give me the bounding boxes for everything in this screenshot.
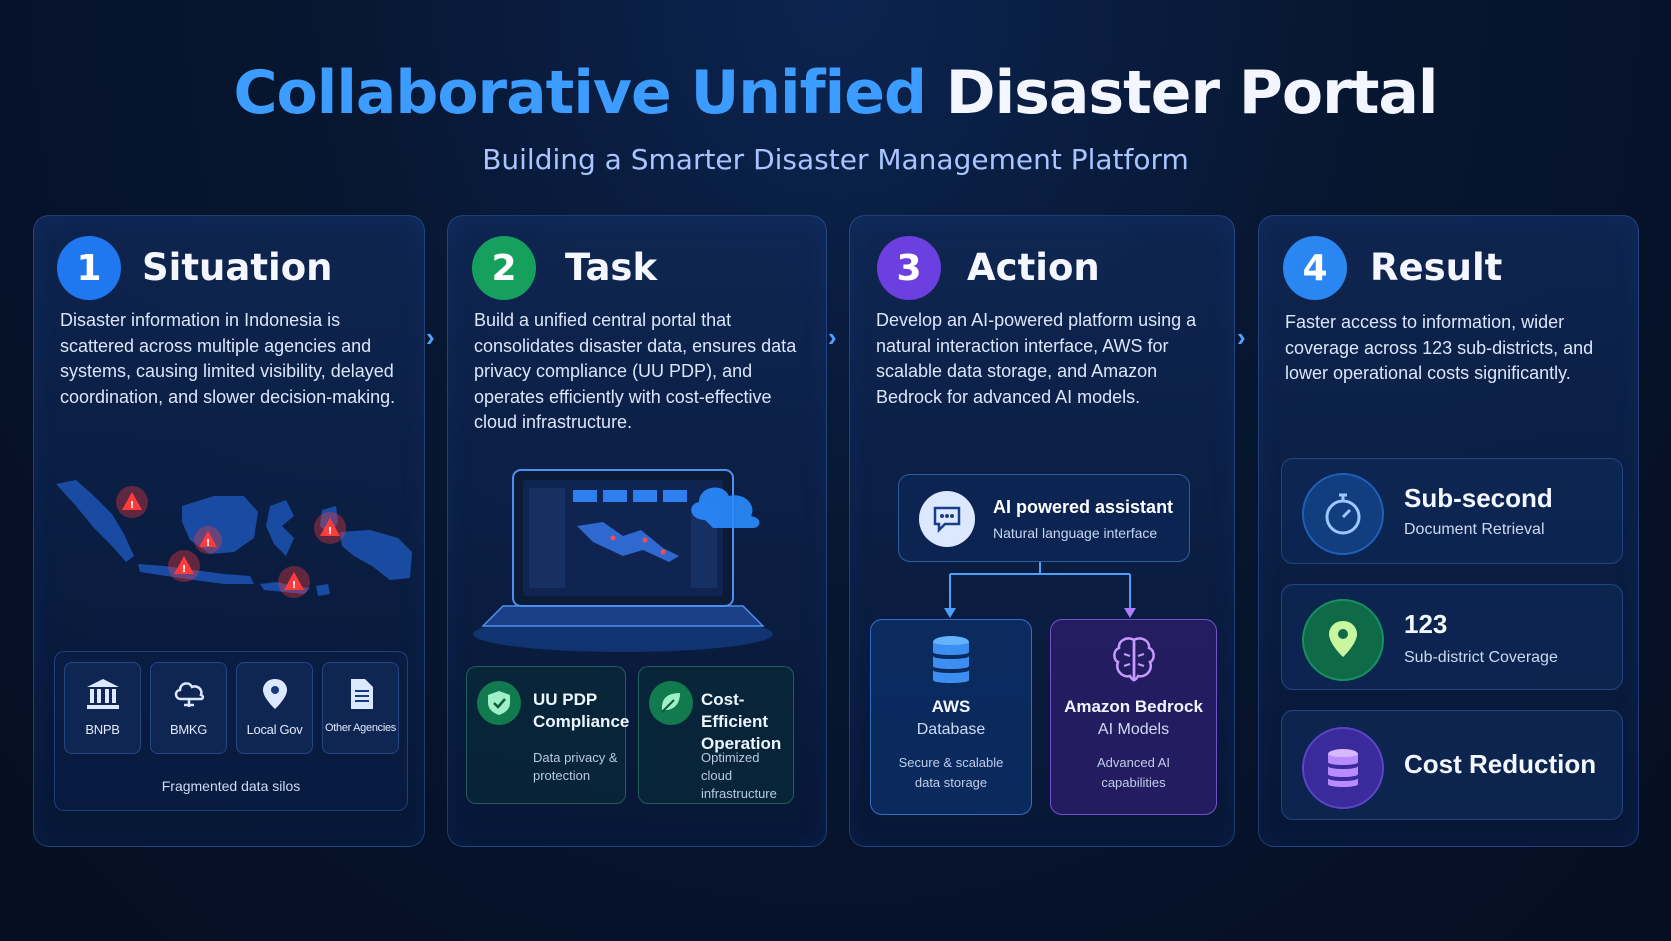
svg-text:!: ! [130,500,135,511]
page-title: Collaborative Unified Disaster Portal [0,58,1671,128]
chevron-right-icon: › [1237,322,1246,352]
bedrock-title: Amazon Bedrock [1064,697,1203,716]
action-heading: Action [967,246,1100,289]
svg-text:!: ! [206,538,211,549]
chevron-right-icon: › [828,322,837,352]
action-description: Develop an AI-powered platform using a n… [876,310,1197,407]
indonesia-map-illustration: !!! !! [56,480,412,598]
step-number-4: 4 [1283,236,1347,300]
situation-heading: Situation [142,246,333,289]
step-number-1: 1 [57,236,121,300]
agencies-panel: BNPB BMKG Local Gov Other Agencies Fragm… [54,651,408,811]
agency-other[interactable]: Other Agencies [322,662,399,754]
document-icon [350,679,373,709]
feature-sub-line: infrastructure [701,786,777,801]
result-title: Cost Reduction [1404,749,1597,779]
location-pin-icon [1302,599,1384,681]
svg-text:!: ! [292,580,297,591]
agency-label: BMKG [169,722,208,737]
step-number-3: 3 [877,236,941,300]
aws-note-line: data storage [914,775,988,790]
feature-subtitle: Optimized cloud infrastructure [701,749,793,803]
bedrock-subtitle: AI Models [1097,721,1170,738]
amazon-bedrock-box[interactable]: Amazon Bedrock AI Models Advanced AI capa… [1050,619,1217,815]
result-subtitle: Sub-district Coverage [1404,649,1558,666]
bank-icon [86,679,119,709]
title-rest: Disaster Portal [945,58,1439,128]
bedrock-note-line: Advanced AI [1097,755,1170,770]
result-title: 123 [1404,609,1448,639]
feature-sub-line: protection [533,768,591,783]
connector-lines [944,562,1136,618]
database-icon [933,636,969,683]
leaf-icon [649,681,693,725]
stopwatch-icon [1302,473,1384,555]
feature-sub-line: Data privacy & [533,750,618,765]
coins-icon [1302,727,1384,809]
aws-subtitle: Database [916,721,986,738]
feature-title-line: Cost-Efficient [701,690,769,731]
brain-icon [1112,637,1155,682]
step-number-2: 2 [472,236,536,300]
aws-database-box[interactable]: AWS Database Secure & scalable data stora… [870,619,1032,815]
aws-note: Secure & scalable data storage [871,753,1031,793]
assistant-subtitle: Natural language interface [993,525,1158,541]
agency-bmkg[interactable]: BMKG [150,662,227,754]
bedrock-note-line: capabilities [1101,775,1166,790]
agency-local-gov[interactable]: Local Gov [236,662,313,754]
situation-card: 1 Situation Disaster information in Indo… [33,215,425,847]
task-description: Build a unified central portal that cons… [474,310,797,433]
feature-title-line: UU PDP [533,690,598,709]
shield-icon [477,681,521,725]
result-description: Faster access to information, wider cove… [1285,312,1594,384]
svg-text:!: ! [328,526,333,537]
situation-description: Disaster information in Indonesia is sca… [60,310,396,407]
silos-caption: Fragmented data silos [161,778,301,794]
agency-label: Local Gov [246,722,303,737]
result-item-sub-second: Sub-second Document Retrieval [1281,458,1623,564]
page-subtitle: Building a Smarter Disaster Management P… [482,143,1189,176]
task-card: 2 Task Build a unified central portal th… [447,215,827,847]
svg-text:!: ! [182,564,187,575]
result-item-coverage: 123 Sub-district Coverage [1281,584,1623,690]
feature-title-line: Compliance [533,712,630,731]
feature-subtitle: Data privacy & protection [533,749,618,785]
laptop-dashboard-illustration [473,469,773,652]
chat-icon [919,491,975,547]
result-title: Sub-second [1404,483,1553,513]
result-item-cost-reduction: Cost Reduction [1281,710,1623,820]
cloud-icon [174,682,204,707]
location-pin-icon [262,679,287,709]
feature-title-line: Operation [701,734,782,753]
aws-title: AWS [931,697,971,716]
result-subtitle: Document Retrieval [1404,521,1545,538]
action-card: 3 Action Develop an AI-powered platform … [849,215,1235,847]
aws-note-line: Secure & scalable [898,755,1004,770]
chevron-right-icon: › [426,322,435,352]
ai-assistant-box[interactable]: AI powered assistant Natural language in… [898,474,1190,562]
bedrock-note: Advanced AI capabilities [1051,753,1216,793]
feature-uu-pdp: UU PDP Compliance Data privacy & protectio… [466,666,629,804]
title-highlight: Collaborative Unified [233,58,927,128]
result-card: 4 Result Faster access to information, w… [1258,215,1639,847]
agency-label: Other Agencies [324,722,396,734]
result-heading: Result [1370,246,1503,289]
task-heading: Task [565,246,658,289]
feature-sub-line: Optimized cloud [701,750,760,783]
assistant-title: AI powered assistant [993,497,1174,517]
agency-bnpb[interactable]: BNPB [64,662,141,754]
feature-title: UU PDP Compliance [533,689,629,733]
agency-label: BNPB [85,722,120,737]
